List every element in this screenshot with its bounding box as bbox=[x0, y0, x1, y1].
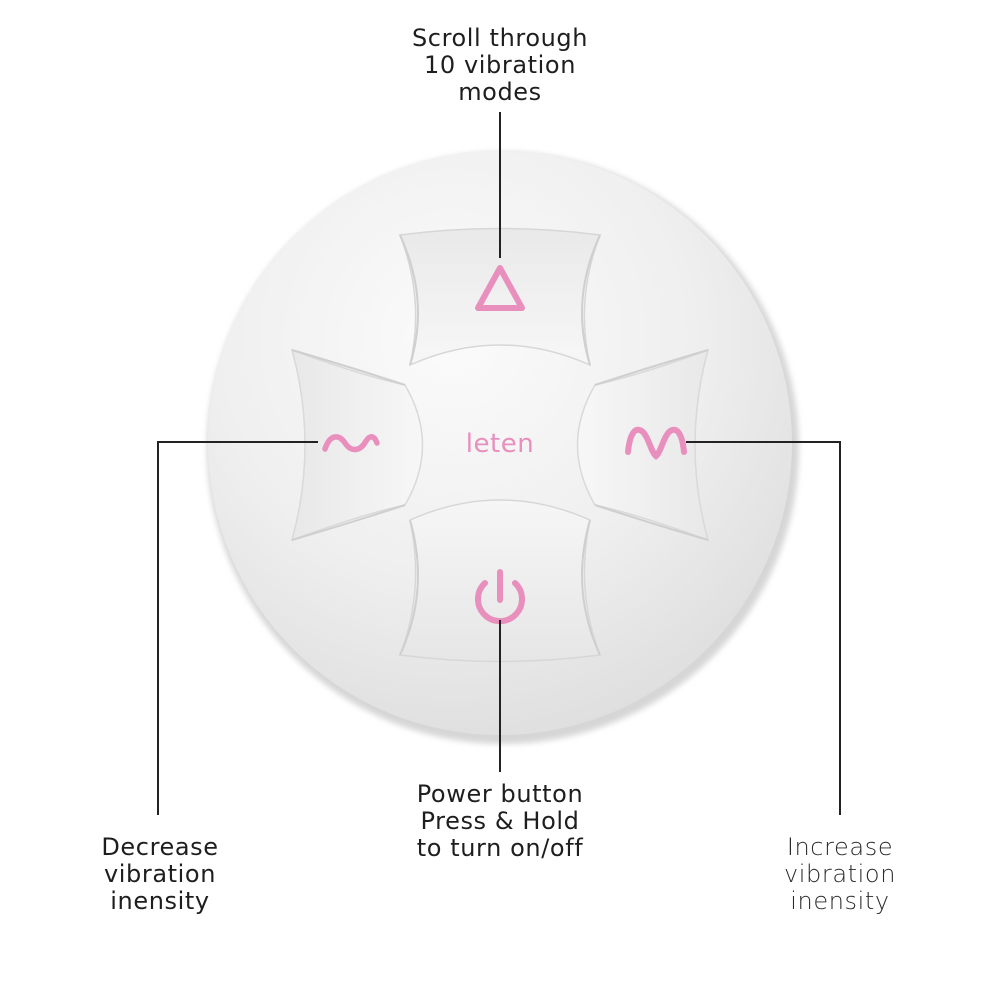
power-button-label: Power button Press & Hold to turn on/off bbox=[380, 781, 620, 862]
label-line: vibration bbox=[103, 860, 217, 888]
decrease-pad-groove bbox=[291, 349, 406, 386]
decrease-pad-groove bbox=[291, 504, 406, 541]
label-line: 10 vibration bbox=[423, 51, 577, 79]
power-pad-groove bbox=[399, 519, 419, 656]
power-pad-groove bbox=[581, 519, 601, 656]
label-line: Press & Hold bbox=[420, 807, 580, 835]
label-line: Increase bbox=[786, 833, 894, 861]
device-body bbox=[208, 151, 792, 735]
triangle-up-icon bbox=[475, 265, 525, 311]
label-line: to turn on/off bbox=[416, 834, 584, 862]
brand-logo: leten bbox=[466, 429, 534, 459]
label-line: Power button bbox=[416, 780, 584, 808]
mode-pad-groove bbox=[399, 234, 419, 366]
increase-pad-groove bbox=[594, 504, 709, 541]
increase-button-label: Increase vibration inensity bbox=[740, 834, 940, 915]
label-line: inensity bbox=[790, 887, 890, 915]
label-line: modes bbox=[458, 78, 542, 106]
label-line: inensity bbox=[110, 887, 210, 915]
increase-callout-line bbox=[686, 441, 841, 815]
label-line: Scroll through bbox=[411, 24, 589, 52]
large-wave-icon bbox=[625, 426, 687, 460]
label-line: Decrease bbox=[101, 833, 219, 861]
mode-pad-groove bbox=[581, 234, 601, 366]
decrease-button-label: Decrease vibration inensity bbox=[60, 834, 260, 915]
small-wave-icon bbox=[322, 434, 380, 453]
mode-button-label: Scroll through 10 vibration modes bbox=[380, 25, 620, 106]
increase-pad-groove bbox=[594, 349, 709, 386]
label-line: vibration bbox=[783, 860, 897, 888]
decrease-callout-line bbox=[157, 441, 318, 815]
